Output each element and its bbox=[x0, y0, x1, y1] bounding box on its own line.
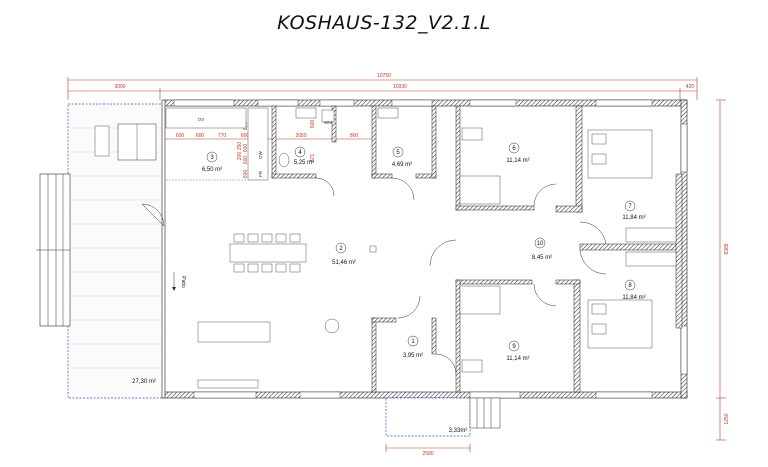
room-9-marker bbox=[508, 340, 520, 352]
dim-small-200: 200 bbox=[237, 152, 243, 161]
room-3-area: 6,50 m² bbox=[202, 167, 222, 173]
room-8-marker bbox=[624, 279, 636, 291]
room-6-marker bbox=[508, 142, 520, 154]
room-5-area: 4,69 m² bbox=[392, 162, 412, 168]
plan-title: KOSHAUS-132_V2.1.L bbox=[277, 12, 491, 34]
room-10-number: 10 bbox=[537, 241, 544, 247]
patio-label: Patio bbox=[180, 276, 186, 288]
washing-machine-label: WM bbox=[324, 120, 332, 125]
outer-walls bbox=[161, 99, 688, 399]
fridge-label: FR bbox=[258, 170, 263, 177]
dim-kitchen-v3: 600 bbox=[243, 156, 249, 165]
room-8-number: 8 bbox=[628, 283, 632, 289]
dim-porch-depth: 1250 bbox=[724, 413, 730, 424]
room-2-number: 2 bbox=[339, 246, 343, 252]
furniture bbox=[165, 107, 677, 389]
dim-porch-width: 2500 bbox=[422, 451, 433, 457]
room-4-area: 5,25 m² bbox=[294, 160, 314, 166]
room-8-area: 11,84 m² bbox=[622, 295, 645, 301]
patio-indicator: Patio bbox=[172, 272, 186, 291]
room-1-area: 3,95 m² bbox=[403, 353, 423, 359]
porch bbox=[385, 397, 501, 437]
room-6-number: 6 bbox=[512, 146, 516, 152]
room-number-labels: 1 2 3 4 5 6 7 8 9 10 bbox=[210, 146, 632, 350]
dim-terrace-width: 3000 bbox=[114, 84, 125, 90]
room-5-number: 5 bbox=[396, 150, 400, 156]
room-2-area: 51,46 m² bbox=[332, 260, 356, 266]
dishwasher-label: DW bbox=[258, 151, 263, 159]
dim-kitchen-3: 770 bbox=[218, 133, 227, 139]
dim-kitchen-4: 600 bbox=[241, 133, 250, 139]
dim-total-width: 10750 bbox=[377, 73, 391, 79]
room-1-number: 1 bbox=[411, 339, 415, 345]
appliance-labels: DW FR WM OV bbox=[198, 117, 333, 177]
terrace-area: 27,30 m² bbox=[132, 379, 156, 385]
terrace bbox=[36, 103, 165, 399]
dimension-lines bbox=[67, 77, 726, 452]
dim-kitchen-v2: 600 bbox=[243, 144, 249, 153]
dim-bath-width: 2050 bbox=[295, 133, 306, 139]
room-7-area: 11,84 m² bbox=[622, 215, 645, 221]
room-3-number: 3 bbox=[210, 155, 214, 161]
room-9-area: 11,14 m² bbox=[506, 356, 529, 362]
room-7-number: 7 bbox=[628, 204, 632, 210]
dim-inner-width: 10330 bbox=[393, 84, 407, 90]
dim-bath-width-2: 800 bbox=[350, 133, 359, 139]
room-3-marker bbox=[206, 151, 218, 163]
dim-kitchen-v4: 600 bbox=[243, 170, 249, 179]
room-7-marker bbox=[624, 200, 636, 212]
dim-depth-total: 8385 bbox=[724, 243, 730, 254]
arrow-down-icon bbox=[172, 287, 176, 291]
dim-kitchen-1: 600 bbox=[176, 133, 185, 139]
room-10-area: 8,45 m² bbox=[532, 255, 552, 261]
room-2-marker bbox=[335, 242, 347, 254]
room-4-number: 4 bbox=[298, 150, 302, 156]
interior-walls bbox=[271, 105, 683, 393]
dim-bath-height: 600 bbox=[310, 120, 316, 129]
room-1-marker bbox=[407, 335, 419, 347]
dim-bath-vertical: 871 bbox=[310, 154, 316, 163]
room-9-number: 9 bbox=[512, 344, 516, 350]
door-swings bbox=[141, 177, 607, 375]
dim-kitchen-2: 600 bbox=[196, 133, 205, 139]
room-4-marker bbox=[294, 146, 306, 158]
room-areas: 3,95 m² 51,46 m² 6,50 m² 5,25 m² 4,69 m²… bbox=[132, 158, 645, 434]
oven-label: OV bbox=[198, 117, 205, 122]
porch-area: 3,33m² bbox=[449, 428, 468, 434]
dim-wall-right: 420 bbox=[686, 84, 695, 90]
room-10-marker bbox=[534, 237, 546, 249]
room-5-marker bbox=[392, 146, 404, 158]
room-6-area: 11,14 m² bbox=[506, 158, 529, 164]
room-numbers bbox=[206, 142, 636, 352]
dim-small-250: 250 bbox=[237, 142, 243, 151]
